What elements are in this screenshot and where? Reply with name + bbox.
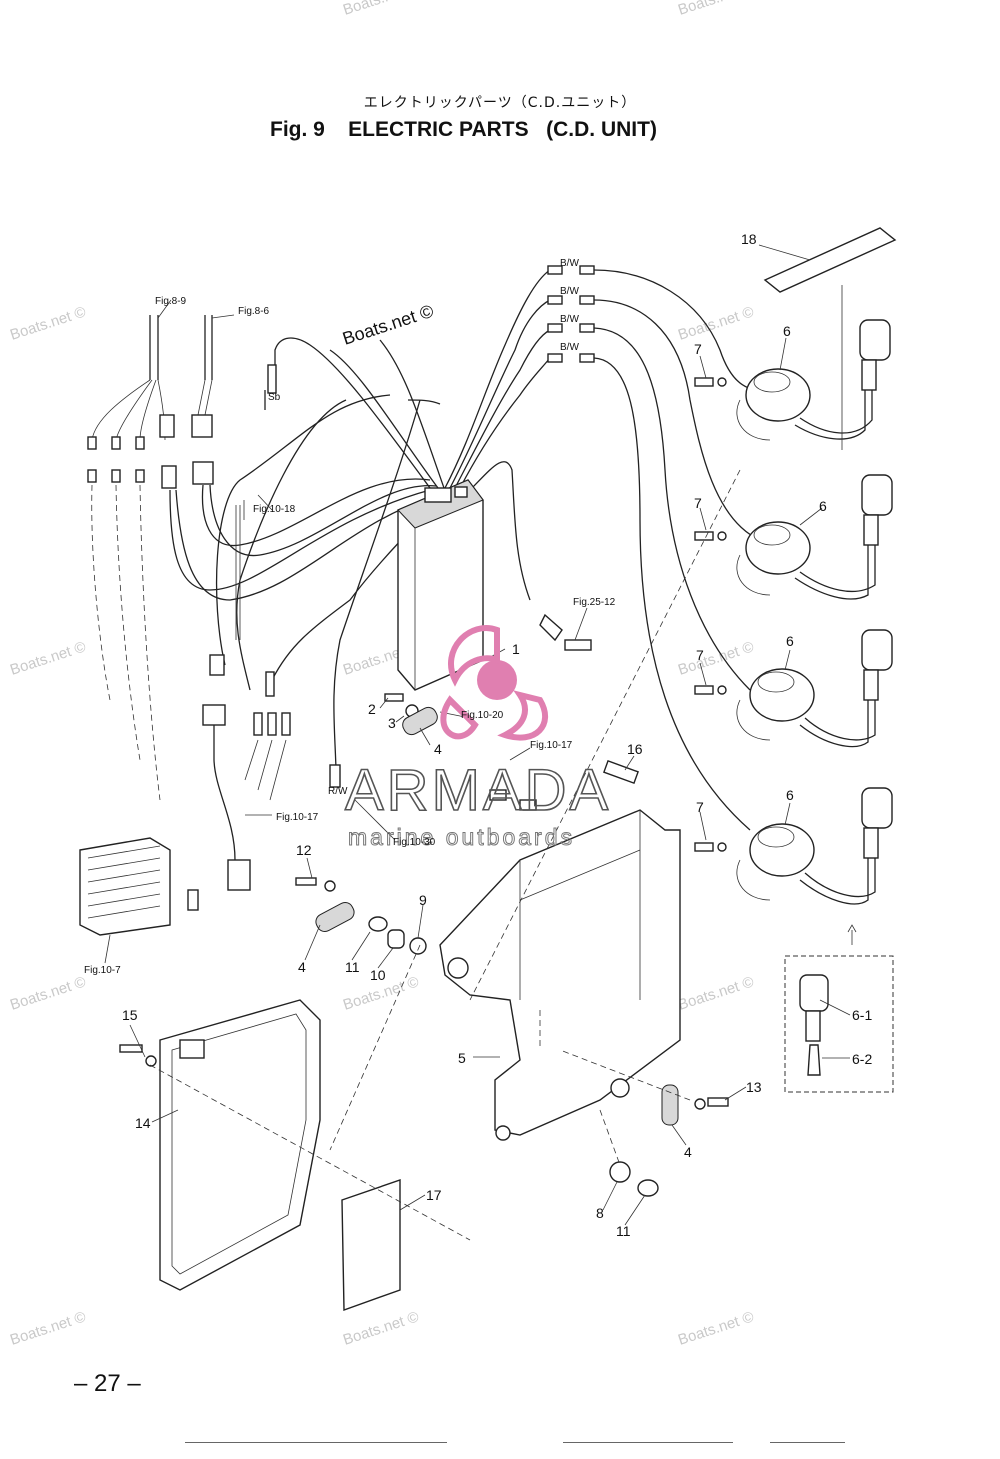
ref-fig-25-12: Fig.25-12 [573, 597, 616, 608]
callout-6: 6 [783, 323, 791, 339]
ref-fig-8-6: Fig.8-6 [238, 306, 270, 317]
callout-3: 3 [388, 715, 396, 731]
callout-8: 8 [596, 1205, 604, 1221]
callout-1: 1 [512, 641, 520, 657]
armada-logo: ARMADA marine outboards [344, 625, 611, 851]
footer-rule [185, 1442, 447, 1443]
plug-cap-detail [784, 924, 894, 1093]
callout-11: 11 [345, 959, 360, 975]
decal-18 [763, 227, 897, 293]
propeller-blade [448, 625, 500, 687]
wire-label-bw: B/W [560, 258, 579, 269]
watermark: Boats.net © [676, 303, 756, 343]
callout-2: 2 [368, 701, 376, 717]
ignition-coil-3 [736, 629, 893, 748]
figure-references: Fig.8-9 Fig.8-6 Fig.10-18 Fig.25-12 Fig.… [84, 296, 616, 976]
watermark: Boats.net © [341, 0, 421, 19]
watermark: Boats.net © [8, 638, 88, 678]
watermark: Boats.net © [8, 973, 88, 1013]
coil-screws [694, 377, 727, 852]
callout-11: 11 [616, 1223, 631, 1239]
ref-fig-10-17: Fig.10-17 [530, 740, 573, 751]
ref-fig-10-17: Fig.10-17 [276, 812, 319, 823]
ignition-coil-2 [736, 474, 893, 600]
callout-6: 6 [819, 498, 827, 514]
callout-6: 6 [786, 787, 794, 803]
callout-13: 13 [746, 1079, 762, 1095]
ignition-coil-4 [736, 787, 893, 905]
ref-fig-8-9: Fig.8-9 [155, 296, 187, 307]
callout-7: 7 [694, 495, 702, 511]
wire-label-bw: B/W [560, 286, 579, 297]
watermark: Boats.net © [676, 1308, 756, 1348]
ignition-coil-1 [736, 319, 891, 441]
wire-label-bw: B/W [560, 314, 579, 325]
logo-wordmark: ARMADA [345, 758, 611, 823]
ref-fig-10-20: Fig.10-20 [461, 710, 504, 721]
wire-label-sb: Sb [268, 392, 281, 403]
small-parts [119, 613, 729, 1197]
callout-6-1: 6-1 [852, 1007, 872, 1023]
callout-6: 6 [786, 633, 794, 649]
callout-9: 9 [419, 892, 427, 908]
watermark: Boats.net © [8, 303, 88, 343]
figure-title: Fig. 9 ELECTRIC PARTS (C.D. UNIT) [270, 118, 657, 141]
wiring-harness [87, 269, 551, 911]
callout-14: 14 [135, 1115, 151, 1131]
assembly-guidelines [149, 469, 741, 1241]
propeller-logo-hub [477, 660, 517, 700]
wire-label-rw: R/W [328, 786, 348, 797]
callout-12: 12 [296, 842, 312, 858]
ref-fig-10-30: Fig.10-30 [393, 837, 436, 848]
callout-5: 5 [458, 1050, 466, 1066]
callout-16: 16 [627, 741, 643, 757]
watermark: Boats.net © [676, 0, 756, 19]
callout-4: 4 [684, 1144, 692, 1160]
watermark: Boats.net © [341, 1308, 421, 1348]
callout-15: 15 [122, 1007, 138, 1023]
footer-rule [770, 1442, 845, 1443]
propeller-blade [497, 690, 548, 741]
wire-labels: B/W B/W B/W B/W R/W Sb [268, 258, 579, 797]
callout-7: 7 [696, 647, 704, 663]
callout-7: 7 [694, 341, 702, 357]
callout-4: 4 [434, 741, 442, 757]
page-number: – 27 – [74, 1370, 141, 1397]
propeller-blade [440, 695, 479, 740]
watermark: Boats.net © [8, 1308, 88, 1348]
footer-rule [563, 1442, 733, 1443]
ref-fig-10-18: Fig.10-18 [253, 504, 296, 515]
bw-connectors [547, 265, 761, 831]
callout-7: 7 [696, 799, 704, 815]
title-japanese: エレクトリックパーツ（C.D.ユニット） [363, 95, 637, 111]
watermark: Boats.net © [676, 973, 756, 1013]
decal-17 [341, 1179, 401, 1311]
cd-unit-bracket [439, 809, 681, 1141]
watermark-dark: Boats.net © [340, 301, 436, 349]
callout-4: 4 [298, 959, 306, 975]
callout-17: 17 [426, 1187, 442, 1203]
cd-unit-cover [159, 999, 321, 1291]
cd-unit [397, 479, 484, 691]
callout-6-2: 6-2 [852, 1051, 872, 1067]
rectifier-regulator [79, 837, 171, 936]
callout-18: 18 [741, 231, 757, 247]
callout-10: 10 [370, 967, 386, 983]
callout-labels: 1 2 3 4 4 4 5 6 6 6 6 6-1 6-2 7 7 7 7 8 … [122, 231, 872, 1239]
watermark: Boats.net © [676, 638, 756, 678]
leader-lines [104, 244, 851, 1226]
wire-label-bw: B/W [560, 342, 579, 353]
logo-tagline: marine outboards [348, 824, 575, 850]
ref-fig-10-7: Fig.10-7 [84, 965, 121, 976]
